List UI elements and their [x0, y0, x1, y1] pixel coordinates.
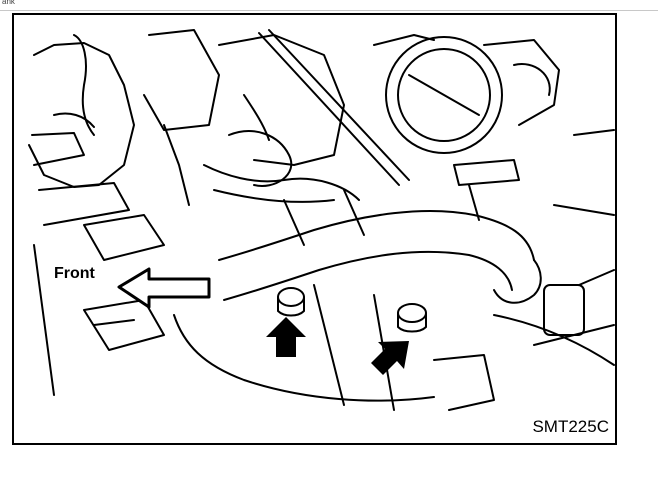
engine-diagram-figure: Front SMT225C [12, 13, 617, 445]
front-arrow-icon [117, 267, 211, 309]
engine-bay-line-drawing [28, 29, 615, 411]
top-bar: ank [0, 0, 658, 11]
figure-code-label: SMT225C [532, 417, 609, 436]
top-bar-text: ank [2, 0, 15, 6]
bolt-arrow-left-icon [266, 317, 306, 357]
front-label: Front [54, 265, 95, 282]
bolt-arrow-right-icon [371, 341, 409, 375]
